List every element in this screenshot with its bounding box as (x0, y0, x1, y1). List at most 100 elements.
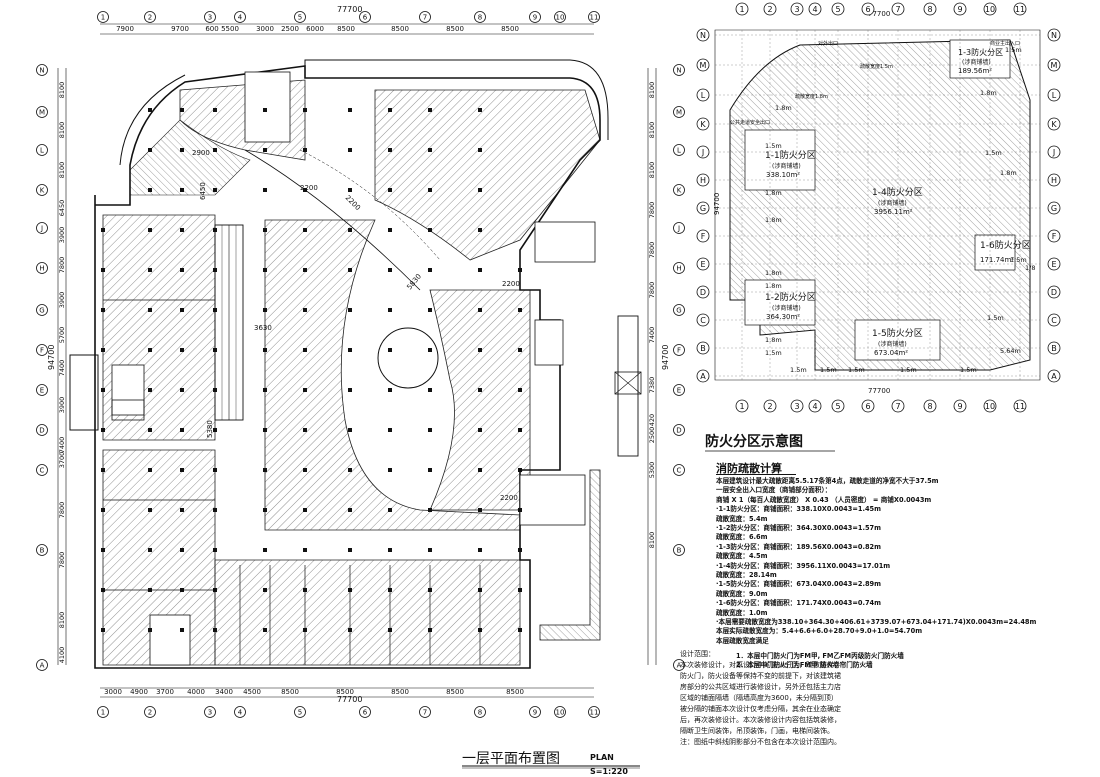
grid-bubble-bottom-8: 8 (474, 706, 486, 718)
evac-width-label: 1.8m (775, 104, 792, 112)
calc-line: ·1-1防火分区：商铺面积：338.10X0.0043=1.45m (716, 505, 881, 514)
bottom-dim-text: 8500 (506, 688, 524, 696)
svg-text:7: 7 (423, 708, 427, 716)
evac-width-label: 1.5m (765, 142, 782, 150)
top-dim-text: 7900 (116, 25, 134, 33)
svg-text:9: 9 (957, 5, 962, 14)
calc-line: 疏散宽度：28.14m (716, 571, 777, 579)
svg-text:L: L (677, 146, 681, 154)
svg-text:C: C (40, 466, 45, 474)
calc-line: ·1-5防火分区：商铺面积：673.04X0.0043=2.89m (716, 580, 881, 589)
dimension-lines (57, 23, 657, 698)
fire-zone-exit-labels: 对外出口 商业主出入口 疏散宽度1.5m 疏散宽度1.8m 公共走道安全出口 (730, 40, 1020, 126)
svg-text:1-3防火分区: 1-3防火分区 (958, 47, 1003, 57)
grid-bubble-top-8: 8 (474, 11, 486, 23)
left-dim-text: 7400 (58, 360, 66, 377)
svg-text:8: 8 (927, 5, 932, 14)
inner-dim-text: 5380 (206, 420, 214, 438)
plan-right-dims: 8100810081007800780078007400738042025005… (648, 82, 656, 549)
svg-text:A: A (1051, 372, 1057, 381)
grid-bubble-top-5: 5 (294, 11, 306, 23)
left-dim-text: 8100 (58, 122, 66, 139)
grid-bubble-left-G: G (36, 304, 48, 316)
grid-bubble-top-4: 4 (234, 11, 246, 23)
fz-bubble-bottom-4: 4 (808, 399, 822, 413)
right-dim-text: 8100 (648, 82, 656, 99)
evac-width-label: 1.5m (1005, 46, 1022, 54)
left-dim-text: 7800 (58, 502, 66, 519)
svg-text:8: 8 (478, 13, 482, 21)
bottom-dim-text: 3400 (215, 688, 233, 696)
grid-bubble-right-K: K (673, 184, 685, 196)
svg-text:2: 2 (148, 708, 152, 716)
grid-bubble-left-M: M (36, 106, 48, 118)
grid-bubble-right-H: H (673, 262, 685, 274)
svg-text:J: J (40, 224, 43, 232)
svg-text:10: 10 (556, 708, 565, 716)
svg-text:171.74m²: 171.74m² (980, 256, 1014, 264)
svg-text:对外出口: 对外出口 (818, 40, 838, 47)
svg-text:M: M (676, 108, 682, 116)
evac-width-label: 1.8m (980, 89, 997, 97)
left-dim-text: 6450 (58, 200, 66, 217)
fz-bubble-right-A: A (1047, 369, 1061, 383)
grid-bubble-right-N: N (673, 64, 685, 76)
right-dim-text: 7800 (648, 242, 656, 259)
fz-bubble-top-10: 10 (983, 2, 997, 16)
evac-width-label: 1.8m (765, 269, 782, 277)
svg-text:4: 4 (238, 708, 243, 716)
svg-text:(涉商铺墙): (涉商铺墙) (878, 199, 907, 207)
grid-bubble-right-A: A (673, 659, 685, 671)
svg-text:7: 7 (895, 402, 900, 411)
svg-text:6: 6 (363, 708, 368, 716)
svg-text:5: 5 (835, 5, 840, 14)
svg-text:E: E (677, 386, 681, 394)
svg-text:M: M (700, 61, 707, 70)
fz-bubble-right-D: D (1047, 285, 1061, 299)
left-dim-text: 7800 (58, 257, 66, 274)
svg-text:商业主出入口: 商业主出入口 (990, 40, 1020, 47)
grid-bubble-left-C: C (36, 464, 48, 476)
design-scope-block: 设计范围： 本次装修设计，对原设计中的防火分区，疏散楼梯，防火门，防火设备等保持… (680, 650, 940, 750)
fz-bubble-top-3: 3 (790, 2, 804, 16)
svg-text:364.30m²: 364.30m² (766, 313, 800, 321)
svg-text:8: 8 (927, 402, 932, 411)
svg-text:K: K (1051, 120, 1057, 129)
svg-text:J: J (677, 224, 680, 232)
svg-text:(涉商铺墙): (涉商铺墙) (878, 340, 907, 348)
svg-text:B: B (1051, 344, 1057, 353)
svg-text:10: 10 (985, 5, 995, 14)
calc-line: 疏散宽度：6.6m (716, 533, 768, 542)
inner-dim-text: 2200 (500, 494, 518, 502)
left-dim-text: 3700 (58, 452, 66, 469)
svg-text:J: J (1052, 148, 1055, 157)
fz-bubble-top-5: 5 (831, 2, 845, 16)
plan-right-total-dim: 94700 (661, 345, 670, 370)
calc-line: 本层实际疏散宽度为：5.4+6.6+6.0+28.70+9.0+1.0=54.7… (716, 627, 923, 636)
calc-note: 2．本层中门防火门为FM甲 防火卷帘门防火墙 (736, 661, 873, 669)
grid-bubble-bottom-11: 11 (588, 706, 600, 718)
svg-text:2: 2 (148, 13, 152, 21)
fz-bubble-left-J: J (696, 145, 710, 159)
evac-width-label: 1.8m (765, 282, 782, 290)
top-dim-text: 5500 (221, 25, 239, 33)
escalator (214, 224, 244, 421)
svg-text:H: H (676, 264, 681, 272)
design-scope-line: 本次装修设计，对原设计中的防火分区，疏散楼梯， (680, 661, 841, 669)
evac-width-label: 1.5m (987, 314, 1004, 322)
design-scope-line: 防火门，防火设备等保持不变的前提下，对该建筑裙 (680, 672, 841, 680)
left-dim-text: 8100 (58, 612, 66, 629)
inner-dim-text: 3630 (254, 324, 272, 332)
bottom-dim-text: 8500 (281, 688, 299, 696)
svg-text:8: 8 (478, 708, 482, 716)
svg-text:2: 2 (767, 402, 772, 411)
grid-bubble-top-2: 2 (144, 11, 156, 23)
right-dim-text: 420 (648, 414, 656, 426)
fz-bubble-bottom-5: 5 (831, 399, 845, 413)
svg-text:M: M (1051, 61, 1058, 70)
svg-text:G: G (39, 306, 44, 314)
